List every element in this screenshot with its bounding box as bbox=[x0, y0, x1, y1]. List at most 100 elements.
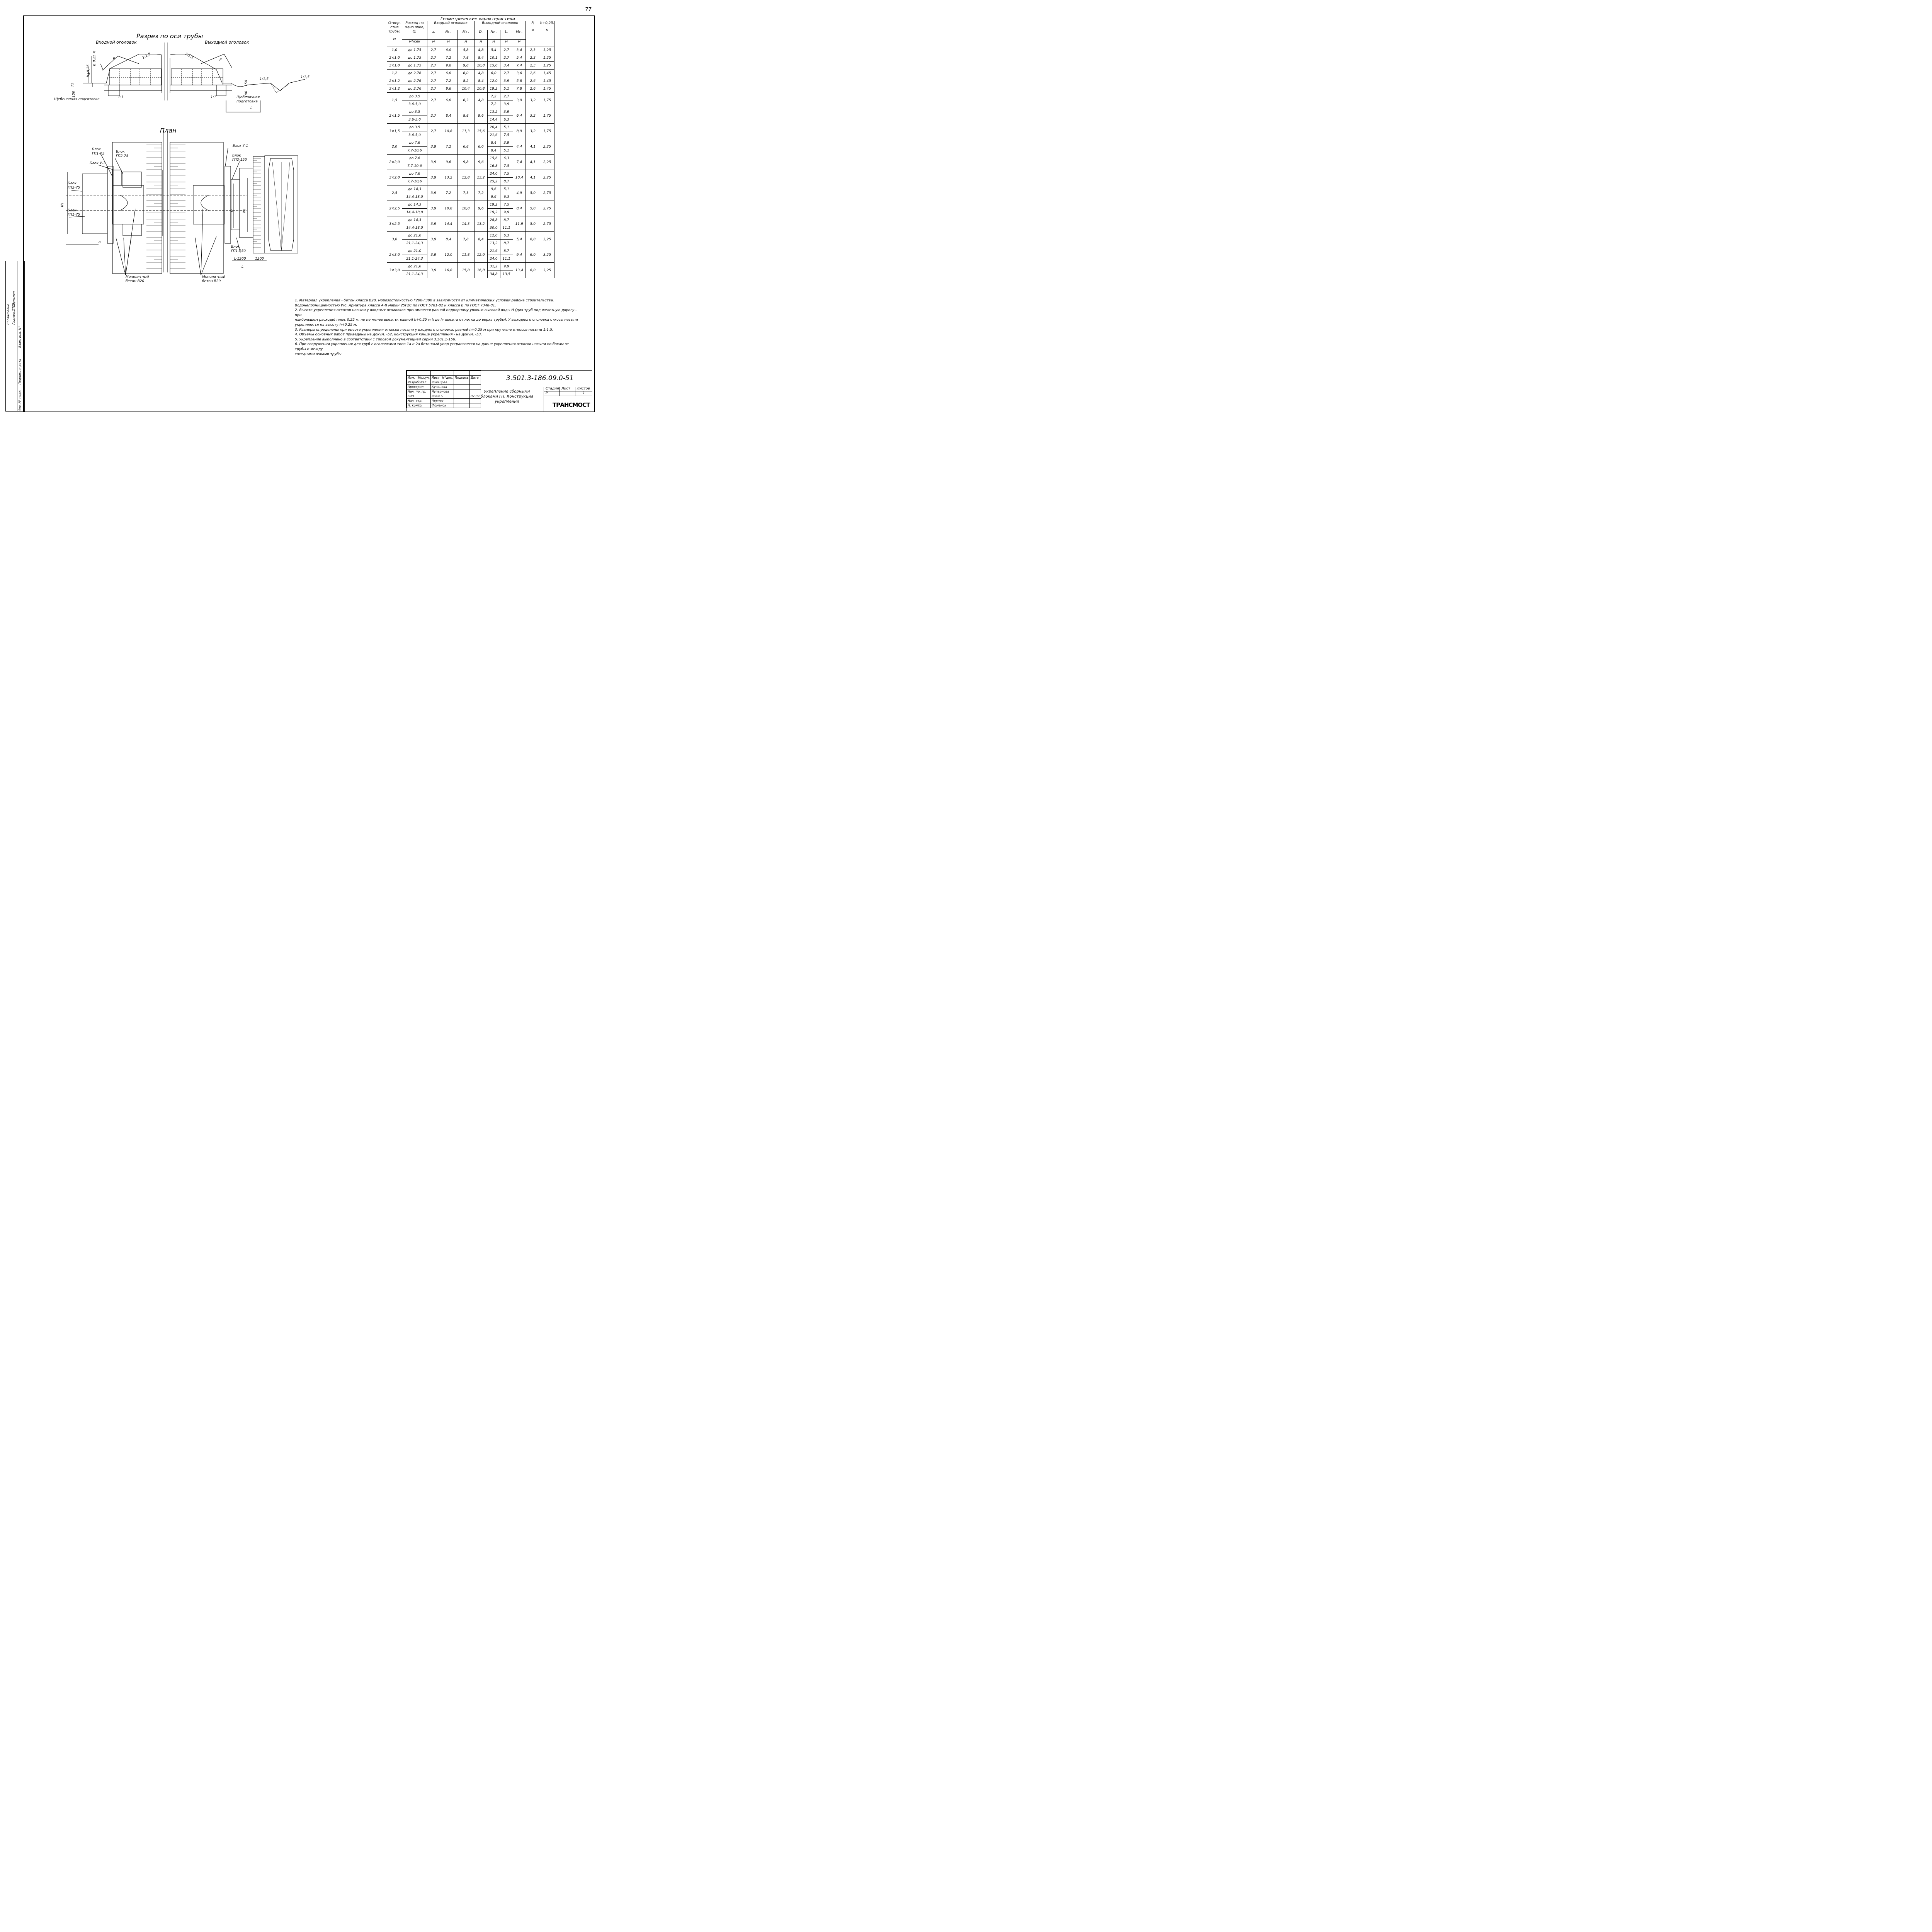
table-cell: 16,8 bbox=[487, 162, 500, 170]
table-cell: 7,8 bbox=[512, 85, 526, 93]
gravel-left-label: Щебеночная подготовка bbox=[54, 97, 100, 101]
table-cell: 9,6 bbox=[439, 85, 457, 93]
geometry-table: Отвер-стие трубы,м Расход на одно очко,Q… bbox=[387, 21, 555, 278]
table-cell: 2,7 bbox=[500, 69, 513, 77]
stamp-role: Разработал bbox=[406, 380, 431, 385]
table-cell: 6,0 bbox=[457, 69, 475, 77]
table-cell: 2,75 bbox=[539, 185, 555, 201]
stamp-signature bbox=[454, 394, 470, 399]
table-cell: 3,9 bbox=[427, 154, 440, 170]
table-cell: 2,25 bbox=[539, 154, 555, 170]
label-gp2-75-left: Блок ГП2-75 bbox=[68, 182, 80, 190]
stamp-name: Кучанова bbox=[430, 384, 454, 389]
table-cell: до 7,6 bbox=[402, 154, 427, 162]
stamp-name: Чупарнова bbox=[430, 389, 454, 394]
table-cell: 7,2 bbox=[439, 77, 457, 85]
table-cell: 2,7 bbox=[427, 61, 440, 70]
stamp-name: Чернов bbox=[430, 398, 454, 403]
table-cell: 2,7 bbox=[500, 54, 513, 62]
table-cell: 8,7 bbox=[500, 177, 513, 185]
table-cell: 5,8 bbox=[512, 77, 526, 85]
drawing-frame bbox=[23, 15, 595, 412]
table-cell: 2,0 bbox=[387, 139, 402, 155]
dim-1200: 1200 bbox=[255, 257, 264, 261]
stage-block: Стадия Лист Листов Р 1 ТРАНСМОСТ bbox=[544, 387, 592, 412]
stamp-header-cell: Подпись bbox=[454, 375, 470, 380]
table-cell: 6,0 bbox=[487, 69, 500, 77]
table-cell: 6,0 bbox=[439, 69, 457, 77]
table-cell: 10,4 bbox=[512, 170, 526, 185]
table-cell: 2,6 bbox=[525, 85, 540, 93]
label-gp1-75-left: Блок ГП1-75 bbox=[68, 209, 80, 217]
table-cell: 7,2 bbox=[439, 54, 457, 62]
table-cell: 2×1,5 bbox=[387, 108, 402, 124]
table-cell: 6,3 bbox=[500, 154, 513, 162]
subheader-cell: D, bbox=[474, 30, 488, 40]
table-cell: 3×1,2 bbox=[387, 85, 402, 93]
inlet-label: Входной оголовок bbox=[96, 40, 137, 45]
table-cell: 2,6 bbox=[525, 69, 540, 77]
dim-n1: N₁ bbox=[60, 203, 65, 207]
table-cell: 5,4 bbox=[512, 54, 526, 62]
table-cell: 8,4 bbox=[512, 201, 526, 216]
table-cell: 34,8 bbox=[487, 270, 500, 278]
stamp-row: Нач. отд.Чернов bbox=[406, 398, 481, 403]
table-cell: 7,5 bbox=[500, 162, 513, 170]
table-cell: 16,8 bbox=[439, 262, 457, 278]
sheet-title: Укрепление сборными блоками ГП. Конструк… bbox=[480, 389, 534, 404]
table-cell: 1,45 bbox=[539, 69, 555, 77]
subheader-cell: L, bbox=[500, 30, 513, 40]
subheader-cell: M₂ , bbox=[512, 30, 526, 40]
table-cell: до 7,6 bbox=[402, 170, 427, 178]
table-cell: 4,9 bbox=[512, 185, 526, 201]
table-cell: 2×1,0 bbox=[387, 54, 402, 62]
table-cell: 31,2 bbox=[487, 262, 500, 270]
table-cell: 10,4 bbox=[457, 85, 475, 93]
table-cell: 3,2 bbox=[525, 123, 540, 139]
stamp-signature bbox=[454, 398, 470, 403]
table-cell: 2,7 bbox=[427, 77, 440, 85]
table-cell: 30,0 bbox=[487, 224, 500, 232]
subheader-cell: N₁ , bbox=[439, 30, 457, 40]
label-gp2-75-top: Блок ГП2-75 bbox=[116, 150, 129, 158]
table-cell: 8,4 bbox=[439, 231, 457, 247]
table-cell: 7,5 bbox=[500, 201, 513, 209]
table-cell: 19,2 bbox=[487, 208, 500, 216]
table-cell: 6,3 bbox=[500, 116, 513, 124]
dim-100-right: 100 bbox=[245, 90, 249, 98]
dim-d: D bbox=[230, 209, 234, 212]
table-cell: 3,6 bbox=[512, 69, 526, 77]
table-cell: до 2,76 bbox=[402, 77, 427, 85]
table-cell: 21,6 bbox=[487, 131, 500, 139]
table-cell: 5,1 bbox=[500, 85, 513, 93]
table-cell: 13,4 bbox=[512, 262, 526, 278]
unit-cell: м bbox=[512, 39, 526, 46]
table-cell: 6,0 bbox=[439, 92, 457, 108]
table-cell: 1,75 bbox=[539, 108, 555, 124]
side-replace-inv: Взам. инв. N° bbox=[18, 326, 22, 348]
table-cell: 5,1 bbox=[500, 123, 513, 131]
label-gp1-150: Блок ГП1-150 bbox=[231, 245, 246, 253]
stamp-signature bbox=[454, 384, 470, 389]
stamp-header-cell: Лист bbox=[430, 375, 442, 380]
note-line: 4. Объемы основных работ приведены на до… bbox=[295, 333, 482, 337]
table-cell: 10,8 bbox=[474, 61, 488, 70]
sheets-header: Листов bbox=[577, 387, 590, 391]
table-cell: 12,0 bbox=[487, 231, 500, 240]
table-cell: 2,7 bbox=[427, 54, 440, 62]
table-cell: 3,9 bbox=[427, 139, 440, 155]
table-cell: 8,4 bbox=[487, 146, 500, 155]
side-approved: Согласовано bbox=[7, 304, 10, 325]
table-cell: 3,6-5,0 bbox=[402, 116, 427, 124]
table-cell: 5,8 bbox=[457, 46, 475, 54]
note-line: 3. Размеры определены при высоте укрепле… bbox=[295, 328, 553, 332]
